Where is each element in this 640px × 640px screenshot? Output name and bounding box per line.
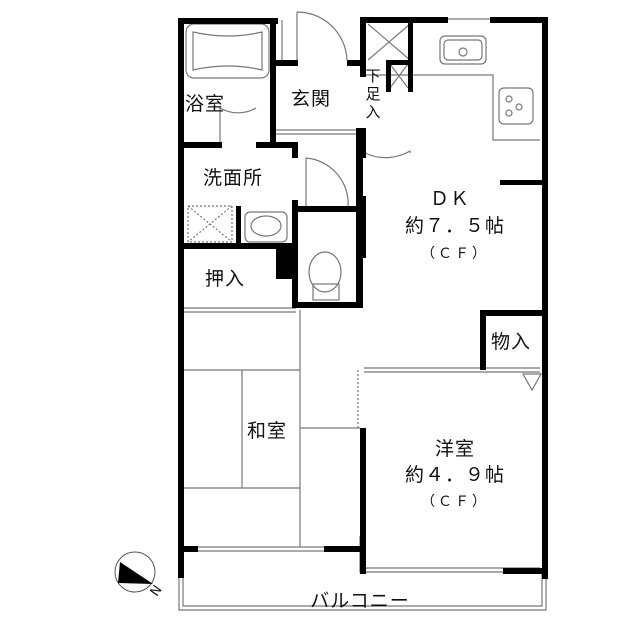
room-label-balcony: バルコニー — [310, 590, 410, 612]
room-size-western: 約４．９帖 — [404, 464, 505, 486]
room-label-bath: 浴室 — [185, 93, 226, 115]
room-label-dk: ＤＫ — [429, 188, 470, 210]
room-label-washroom: 洗面所 — [203, 167, 264, 189]
entrance-door — [296, 11, 348, 61]
room-label-storage: 物入 — [491, 331, 532, 353]
compass-icon — [114, 551, 156, 593]
room-floor-dk: （ＣＦ） — [421, 246, 489, 262]
room-size-dk: 約７．５帖 — [404, 215, 505, 237]
room-label-western: 洋室 — [434, 438, 475, 460]
room-label-entrance: 玄関 — [291, 88, 332, 110]
room-label-japanese-room: 和室 — [247, 420, 288, 442]
room-label-closet: 押入 — [205, 268, 246, 290]
balcony-rail — [178, 572, 547, 611]
room-floor-western: （ＣＦ） — [421, 494, 489, 510]
